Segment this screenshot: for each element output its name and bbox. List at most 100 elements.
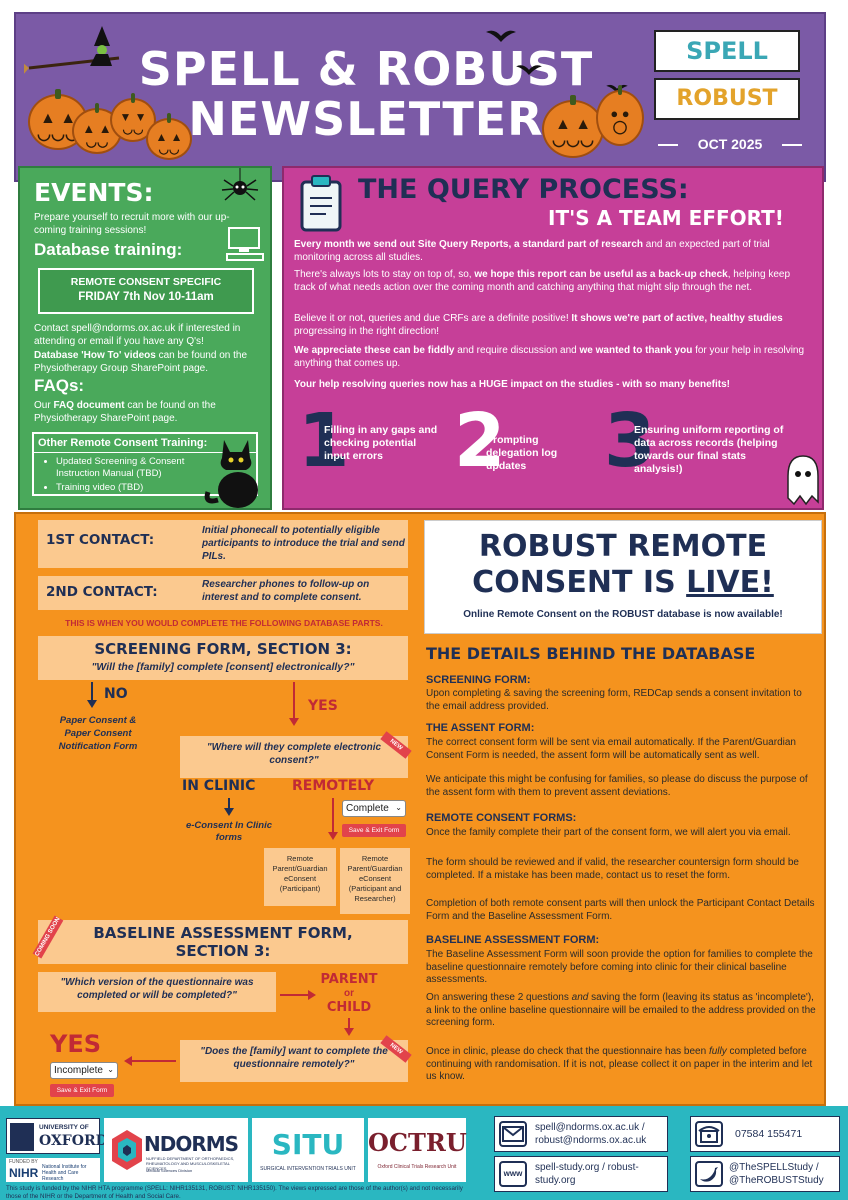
child-label: CHILD	[326, 1000, 372, 1015]
octru-subtext: Oxford Clinical Trials Research Unit	[377, 1164, 457, 1170]
baseline-title-2: SECTION 3:	[175, 942, 271, 960]
benefit-text: Filling in any gaps and checking potenti…	[324, 424, 438, 462]
no-branch-text: Paper Consent & Paper Consent Notificati…	[58, 715, 138, 752]
pumpkin-icon: ▼ ▼◡◡	[110, 93, 156, 142]
robust-subtitle: Online Remote Consent on the ROBUST data…	[463, 609, 783, 620]
clipboard-icon	[294, 174, 350, 239]
robust-title-live: LIVE!	[686, 565, 774, 600]
octru-text: OCTRU	[368, 1128, 467, 1157]
query-p3-pre: Believe it or not, queries and due CRFs …	[294, 313, 572, 324]
robust-title-pre: CONSENT IS	[472, 565, 687, 600]
phone-box[interactable]: 07584 155471	[690, 1116, 840, 1152]
remote-consent-participant-box: Remote Parent/Guardian eConsent (Partici…	[264, 848, 336, 906]
situ-text: SITU	[271, 1128, 345, 1161]
arrow-head	[224, 808, 234, 816]
remotely-label: REMOTELY	[292, 778, 375, 794]
status-select-incomplete[interactable]: Incomplete⌄	[50, 1062, 118, 1079]
twitter-icon	[695, 1161, 723, 1187]
nihr-funded-by: FUNDED BY	[9, 1159, 38, 1165]
witch-icon	[22, 18, 134, 88]
twitter-text: @TheSPELLStudy / @TheROBUSTStudy	[729, 1162, 824, 1186]
database-training-heading: Database training:	[34, 240, 183, 259]
baseline-heading: BASELINE ASSESSMENT FORM:	[426, 934, 600, 946]
save-exit-button[interactable]: Save & Exit Form	[342, 824, 406, 837]
email-box[interactable]: spell@ndorms.ox.ac.uk / robust@ndorms.ox…	[494, 1116, 668, 1152]
status-select-value: Incomplete	[54, 1065, 103, 1076]
query-p4-bold2: we wanted to thank you	[579, 345, 693, 356]
robust-title-line2: CONSENT IS LIVE!	[425, 565, 821, 601]
situ-logo: SITU SURGICAL INTERVENTION TRIALS UNIT	[252, 1118, 364, 1182]
baseline-text-2: On answering these 2 questions and savin…	[426, 992, 816, 1030]
query-p3-rest: progressing in the right direction!	[294, 326, 440, 337]
remote-forms-heading: REMOTE CONSENT FORMS:	[426, 812, 577, 824]
oxford-logo: UNIVERSITY OF OXFORD	[6, 1118, 108, 1154]
baseline-text-2-pre: On answering these 2 questions	[426, 992, 572, 1003]
query-p1-bold: Every month we send out Site Query Repor…	[294, 239, 643, 250]
first-contact-box: 1ST CONTACT: Initial phonecall to potent…	[38, 520, 408, 568]
black-cat-icon	[204, 434, 270, 513]
baseline-text-2-rest: saving the form (leaving its status as '…	[426, 992, 816, 1028]
arrow-down	[91, 682, 93, 702]
baseline-text-2-em: and	[571, 992, 589, 1003]
query-p4-rest: for your help in resolving anything that…	[294, 345, 805, 369]
screening-heading: SCREENING FORM:	[426, 674, 531, 686]
benefit-text: Ensuring uniform reporting of data acros…	[634, 424, 784, 475]
remote-consent-researcher-box: Remote Parent/Guardian eConsent (Partici…	[340, 848, 410, 914]
remote-question: "Does the [family] want to complete the …	[200, 1046, 388, 1070]
ndorms-subtext-2: Medical Sciences Division	[146, 1168, 193, 1173]
spell-logo: SPELL	[654, 30, 800, 72]
status-select-complete[interactable]: Complete⌄	[342, 800, 406, 817]
screening-form-title: SCREENING FORM, SECTION 3:	[94, 640, 352, 658]
faq-bold: FAQ document	[53, 400, 125, 411]
nihr-subtext: National Institute for Health and Care R…	[42, 1164, 87, 1182]
second-contact-label: 2ND CONTACT:	[46, 584, 158, 600]
second-contact-box: 2ND CONTACT: Researcher phones to follow…	[38, 576, 408, 610]
in-clinic-label: IN CLINIC	[182, 778, 256, 794]
arrow-head	[87, 700, 97, 708]
query-p1-rest: and an expected part of trial monitoring…	[294, 239, 770, 263]
ndorms-mark-icon	[110, 1128, 144, 1177]
remote-forms-text-2: The form should be reviewed and if valid…	[426, 857, 799, 881]
benefit-text: Prompting delegation log updates	[486, 434, 558, 472]
query-p3-bold: It shows we're part of active, healthy s…	[571, 313, 783, 324]
email-icon	[499, 1121, 527, 1147]
details-heading: THE DETAILS BEHIND THE DATABASE	[426, 644, 756, 663]
pumpkin-icon: ▲ ▲◡◡	[146, 113, 192, 160]
query-p2-bold: we hope this report can be useful as a b…	[474, 269, 728, 280]
query-paragraph-5: Your help resolving queries now has a HU…	[294, 379, 731, 390]
faq-text: Our FAQ document can be found on the Phy…	[34, 399, 260, 425]
in-clinic-text: e-Consent In Clinic forms	[185, 820, 273, 843]
where-question: "Where will they complete electronic con…	[206, 742, 382, 766]
chevron-down-icon: ⌄	[395, 803, 402, 812]
date-rule-right	[782, 144, 802, 146]
yes-label: YES	[308, 698, 338, 714]
date-rule-left	[658, 144, 678, 146]
remote-question-box: "Does the [family] want to complete the …	[180, 1040, 408, 1082]
training-session-box: REMOTE CONSENT SPECIFIC FRIDAY 7th Nov 1…	[38, 268, 254, 314]
nihr-text: NIHR	[9, 1166, 39, 1180]
website-box[interactable]: www spell-study.org / robust-study.org	[494, 1156, 668, 1192]
baseline-form-box: BASELINE ASSESSMENT FORM, SECTION 3:	[38, 920, 408, 964]
ndorms-logo: NDORMS NUFFIELD DEPARTMENT OF ORTHOPAEDI…	[104, 1118, 248, 1182]
query-paragraph-3: Believe it or not, queries and due CRFs …	[294, 312, 814, 338]
where-consent-box: "Where will they complete electronic con…	[180, 736, 408, 778]
events-intro: Prepare yourself to recruit more with ou…	[34, 212, 230, 236]
baseline-text-3-pre: Once in clinic, please do check that the…	[426, 1046, 709, 1057]
query-process-panel: THE QUERY PROCESS: IT'S A TEAM EFFORT! E…	[282, 166, 824, 510]
save-exit-button[interactable]: Save & Exit Form	[50, 1084, 114, 1097]
yes-remote-label: YES	[50, 1030, 102, 1058]
globe-icon: www	[499, 1161, 527, 1187]
twitter-box[interactable]: @TheSPELLStudy / @TheROBUSTStudy	[690, 1156, 840, 1192]
howto-rest: can be found on the Physiotherapy Group …	[34, 350, 248, 374]
arrow-head	[289, 718, 299, 726]
faq-pre: Our	[34, 400, 54, 411]
arrow-right	[280, 994, 310, 996]
arrow-down	[332, 798, 334, 834]
assent-text-2: We anticipate this might be confusing fo…	[426, 774, 808, 798]
oxford-line1: UNIVERSITY OF	[39, 1124, 89, 1131]
query-paragraph-2: There's always lots to stay on top of, s…	[294, 268, 814, 294]
phone-icon	[695, 1121, 723, 1147]
benefit-number: 2	[454, 398, 506, 484]
version-question: "Which version of the questionnaire was …	[60, 977, 254, 1001]
arrow-head	[328, 832, 338, 840]
